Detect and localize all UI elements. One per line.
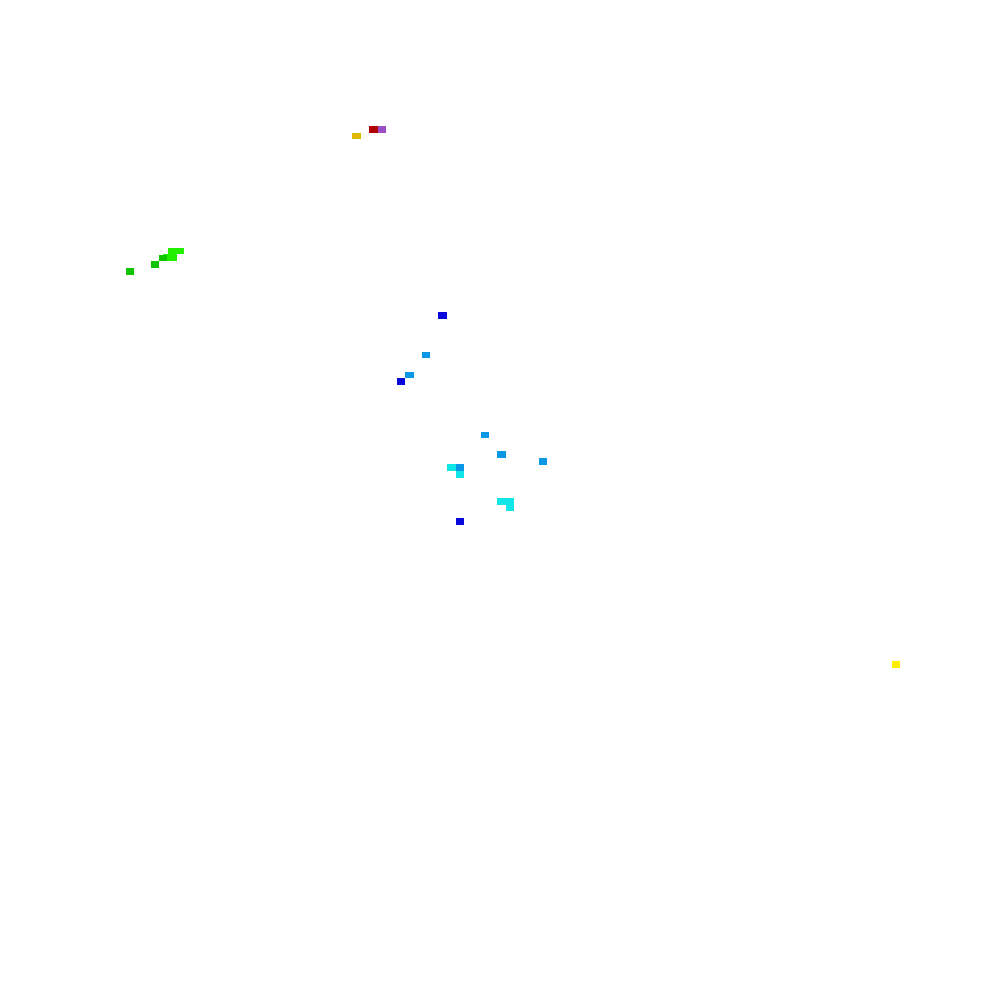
pixel-mark <box>422 352 430 358</box>
pixel-mark <box>456 471 464 478</box>
pixel-mark <box>378 126 386 133</box>
pixel-mark <box>456 518 464 525</box>
pixel-mark <box>506 498 514 504</box>
pixel-mark <box>447 464 456 471</box>
pixel-mark <box>126 268 134 275</box>
pixel-mark <box>438 312 447 319</box>
pixel-mark <box>397 378 405 385</box>
pixel-mark <box>352 133 361 139</box>
pixel-mark <box>405 372 414 378</box>
pixel-mark <box>497 498 514 505</box>
pixel-mark <box>159 255 167 261</box>
pixel-mark <box>369 126 378 133</box>
pixel-mark <box>168 248 184 254</box>
pixel-mark <box>151 261 159 268</box>
pixel-mark <box>539 458 547 465</box>
pixel-mark <box>892 661 900 668</box>
pixel-mark <box>497 451 506 458</box>
pixel-mark <box>166 254 176 261</box>
pixel-mark <box>456 464 464 471</box>
pixel-mark <box>506 504 514 511</box>
pixel-mark <box>481 432 489 438</box>
